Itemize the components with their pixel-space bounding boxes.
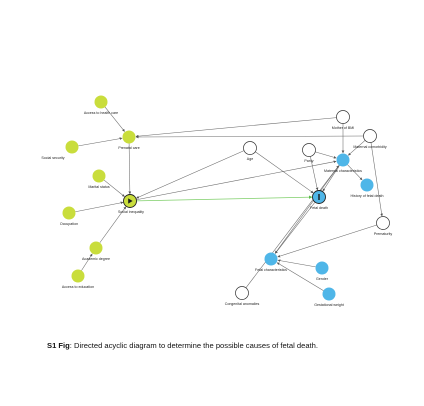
node-parity-label: Parity (304, 159, 313, 163)
node-fetal-characteristics-label: Fetal characteristics (255, 268, 287, 272)
node-congenital-anomalies-circle[interactable] (235, 286, 249, 300)
node-social-security-label: Social security (41, 156, 64, 160)
caption-label: S1 Fig (47, 341, 70, 350)
node-fetal-death-label: Fetal death (310, 206, 328, 210)
node-occupation[interactable]: Occupation (60, 206, 78, 227)
edge-maternal-comorbidity-to-prenatal-care (135, 135, 364, 139)
node-social-inequality-label: Social inequality (118, 210, 144, 214)
node-mother-of-bmi-circle[interactable] (336, 110, 350, 124)
edge-parity-to-maternal-characteristics (315, 151, 337, 159)
edge-occupation-to-social-inequality (75, 201, 124, 213)
edge-academic-degree-to-social-inequality (99, 206, 127, 243)
node-academic-degree-circle[interactable] (89, 241, 103, 255)
edge-mother-of-bmi-to-prenatal-care (135, 117, 337, 138)
edge-congenital-anomalies-to-maternal-characteristics (245, 165, 339, 288)
node-maternal-comorbidity-label: Maternal comorbidity (353, 145, 387, 149)
node-maternal-characteristics[interactable]: Maternal characteristics (324, 153, 362, 174)
play-icon (128, 198, 133, 204)
edge-age-to-social-inequality (136, 150, 245, 199)
node-access-to-health-care[interactable]: Access to health care (84, 95, 118, 116)
node-academic-degree[interactable]: Academic degree (82, 241, 110, 262)
node-gender-circle[interactable] (315, 261, 329, 275)
node-maternal-comorbidity-circle[interactable] (363, 129, 377, 143)
node-academic-degree-label: Academic degree (82, 257, 110, 261)
node-age-label: Age (247, 157, 253, 161)
edge-social-inequality-to-maternal-characteristics (136, 160, 337, 201)
node-age[interactable]: Age (243, 141, 257, 162)
node-prenatal-care-circle[interactable] (122, 130, 136, 144)
node-marital-status-circle[interactable] (92, 169, 106, 183)
edge-marital-status-to-social-inequality (103, 179, 125, 197)
node-congenital-anomalies[interactable]: Congenital anomalies (225, 286, 260, 307)
node-history-of-fetal-death[interactable]: History of fetal death (351, 178, 384, 199)
node-history-of-fetal-death-label: History of fetal death (351, 194, 384, 198)
node-occupation-label: Occupation (60, 222, 78, 226)
edges-layer (75, 106, 383, 291)
info-icon (318, 194, 320, 200)
edge-gender-to-fetal-characteristics (277, 259, 316, 268)
edge-gestational-weight-to-fetal-characteristics (276, 262, 324, 291)
node-access-to-education-circle[interactable] (71, 269, 85, 283)
node-parity[interactable]: Parity (302, 143, 316, 164)
node-access-to-education[interactable]: Access to education (62, 269, 94, 290)
node-parity-circle[interactable] (302, 143, 316, 157)
node-prematurity-label: Prematurity (374, 232, 393, 236)
node-marital-status-label: Marital status (88, 185, 110, 189)
node-access-to-health-care-circle[interactable] (94, 95, 108, 109)
node-access-to-health-care-label: Access to health care (84, 111, 118, 115)
node-prematurity[interactable]: Prematurity (374, 216, 393, 237)
edge-access-to-health-care-to-prenatal-care (104, 106, 125, 132)
edge-age-to-fetal-death (255, 151, 314, 194)
node-marital-status[interactable]: Marital status (88, 169, 110, 190)
node-occupation-circle[interactable] (62, 206, 76, 220)
node-history-of-fetal-death-circle[interactable] (360, 178, 374, 192)
edge-maternal-characteristics-to-fetal-characteristics (274, 165, 340, 254)
edge-maternal-comorbidity-to-maternal-characteristics (348, 140, 366, 156)
node-fetal-death[interactable]: Fetal death (310, 190, 328, 211)
node-prematurity-circle[interactable] (376, 216, 390, 230)
node-fetal-characteristics-circle[interactable] (264, 252, 278, 266)
edge-maternal-characteristics-to-fetal-death (322, 165, 340, 192)
node-prenatal-care[interactable]: Prenatal care (118, 130, 140, 151)
edge-prematurity-to-fetal-characteristics (277, 224, 377, 258)
node-maternal-comorbidity[interactable]: Maternal comorbidity (353, 129, 387, 150)
node-prenatal-care-label: Prenatal care (118, 146, 139, 150)
node-access-to-education-label: Access to education (62, 285, 94, 289)
edge-maternal-comorbidity-to-prematurity (370, 142, 383, 217)
node-gestational-weight-circle[interactable] (322, 287, 336, 301)
edge-maternal-characteristics-to-history-of-fetal-death (347, 164, 363, 181)
node-gestational-weight[interactable]: Gestational weight (314, 287, 344, 308)
node-age-circle[interactable] (243, 141, 257, 155)
node-gender[interactable]: Gender (315, 261, 329, 282)
edge-social-security-to-prenatal-care (78, 137, 123, 147)
caption-text: : Directed acyclic diagram to determine … (69, 341, 318, 350)
node-maternal-characteristics-label: Maternal characteristics (324, 169, 362, 173)
edge-access-to-education-to-academic-degree (81, 253, 93, 271)
node-social-inequality[interactable]: Social inequality (118, 194, 144, 215)
node-social-security-circle[interactable] (65, 140, 79, 154)
edge-parity-to-fetal-death (310, 156, 319, 191)
node-congenital-anomalies-label: Congenital anomalies (225, 302, 260, 306)
node-mother-of-bmi[interactable]: Mother of BMI (332, 110, 355, 131)
node-maternal-characteristics-circle[interactable] (336, 153, 350, 167)
node-fetal-characteristics[interactable]: Fetal characteristics (255, 252, 287, 273)
figure-caption: S1 Fig: Directed acyclic diagram to dete… (47, 341, 387, 352)
node-gestational-weight-label: Gestational weight (314, 303, 344, 307)
node-social-security[interactable]: Social security (41, 140, 79, 161)
edge-social-inequality-to-fetal-death (136, 195, 313, 202)
edge-prenatal-care-to-social-inequality (128, 143, 132, 195)
edge-fetal-death-to-fetal-characteristics (275, 201, 316, 254)
node-gender-label: Gender (316, 277, 329, 281)
node-mother-of-bmi-label: Mother of BMI (332, 126, 355, 130)
